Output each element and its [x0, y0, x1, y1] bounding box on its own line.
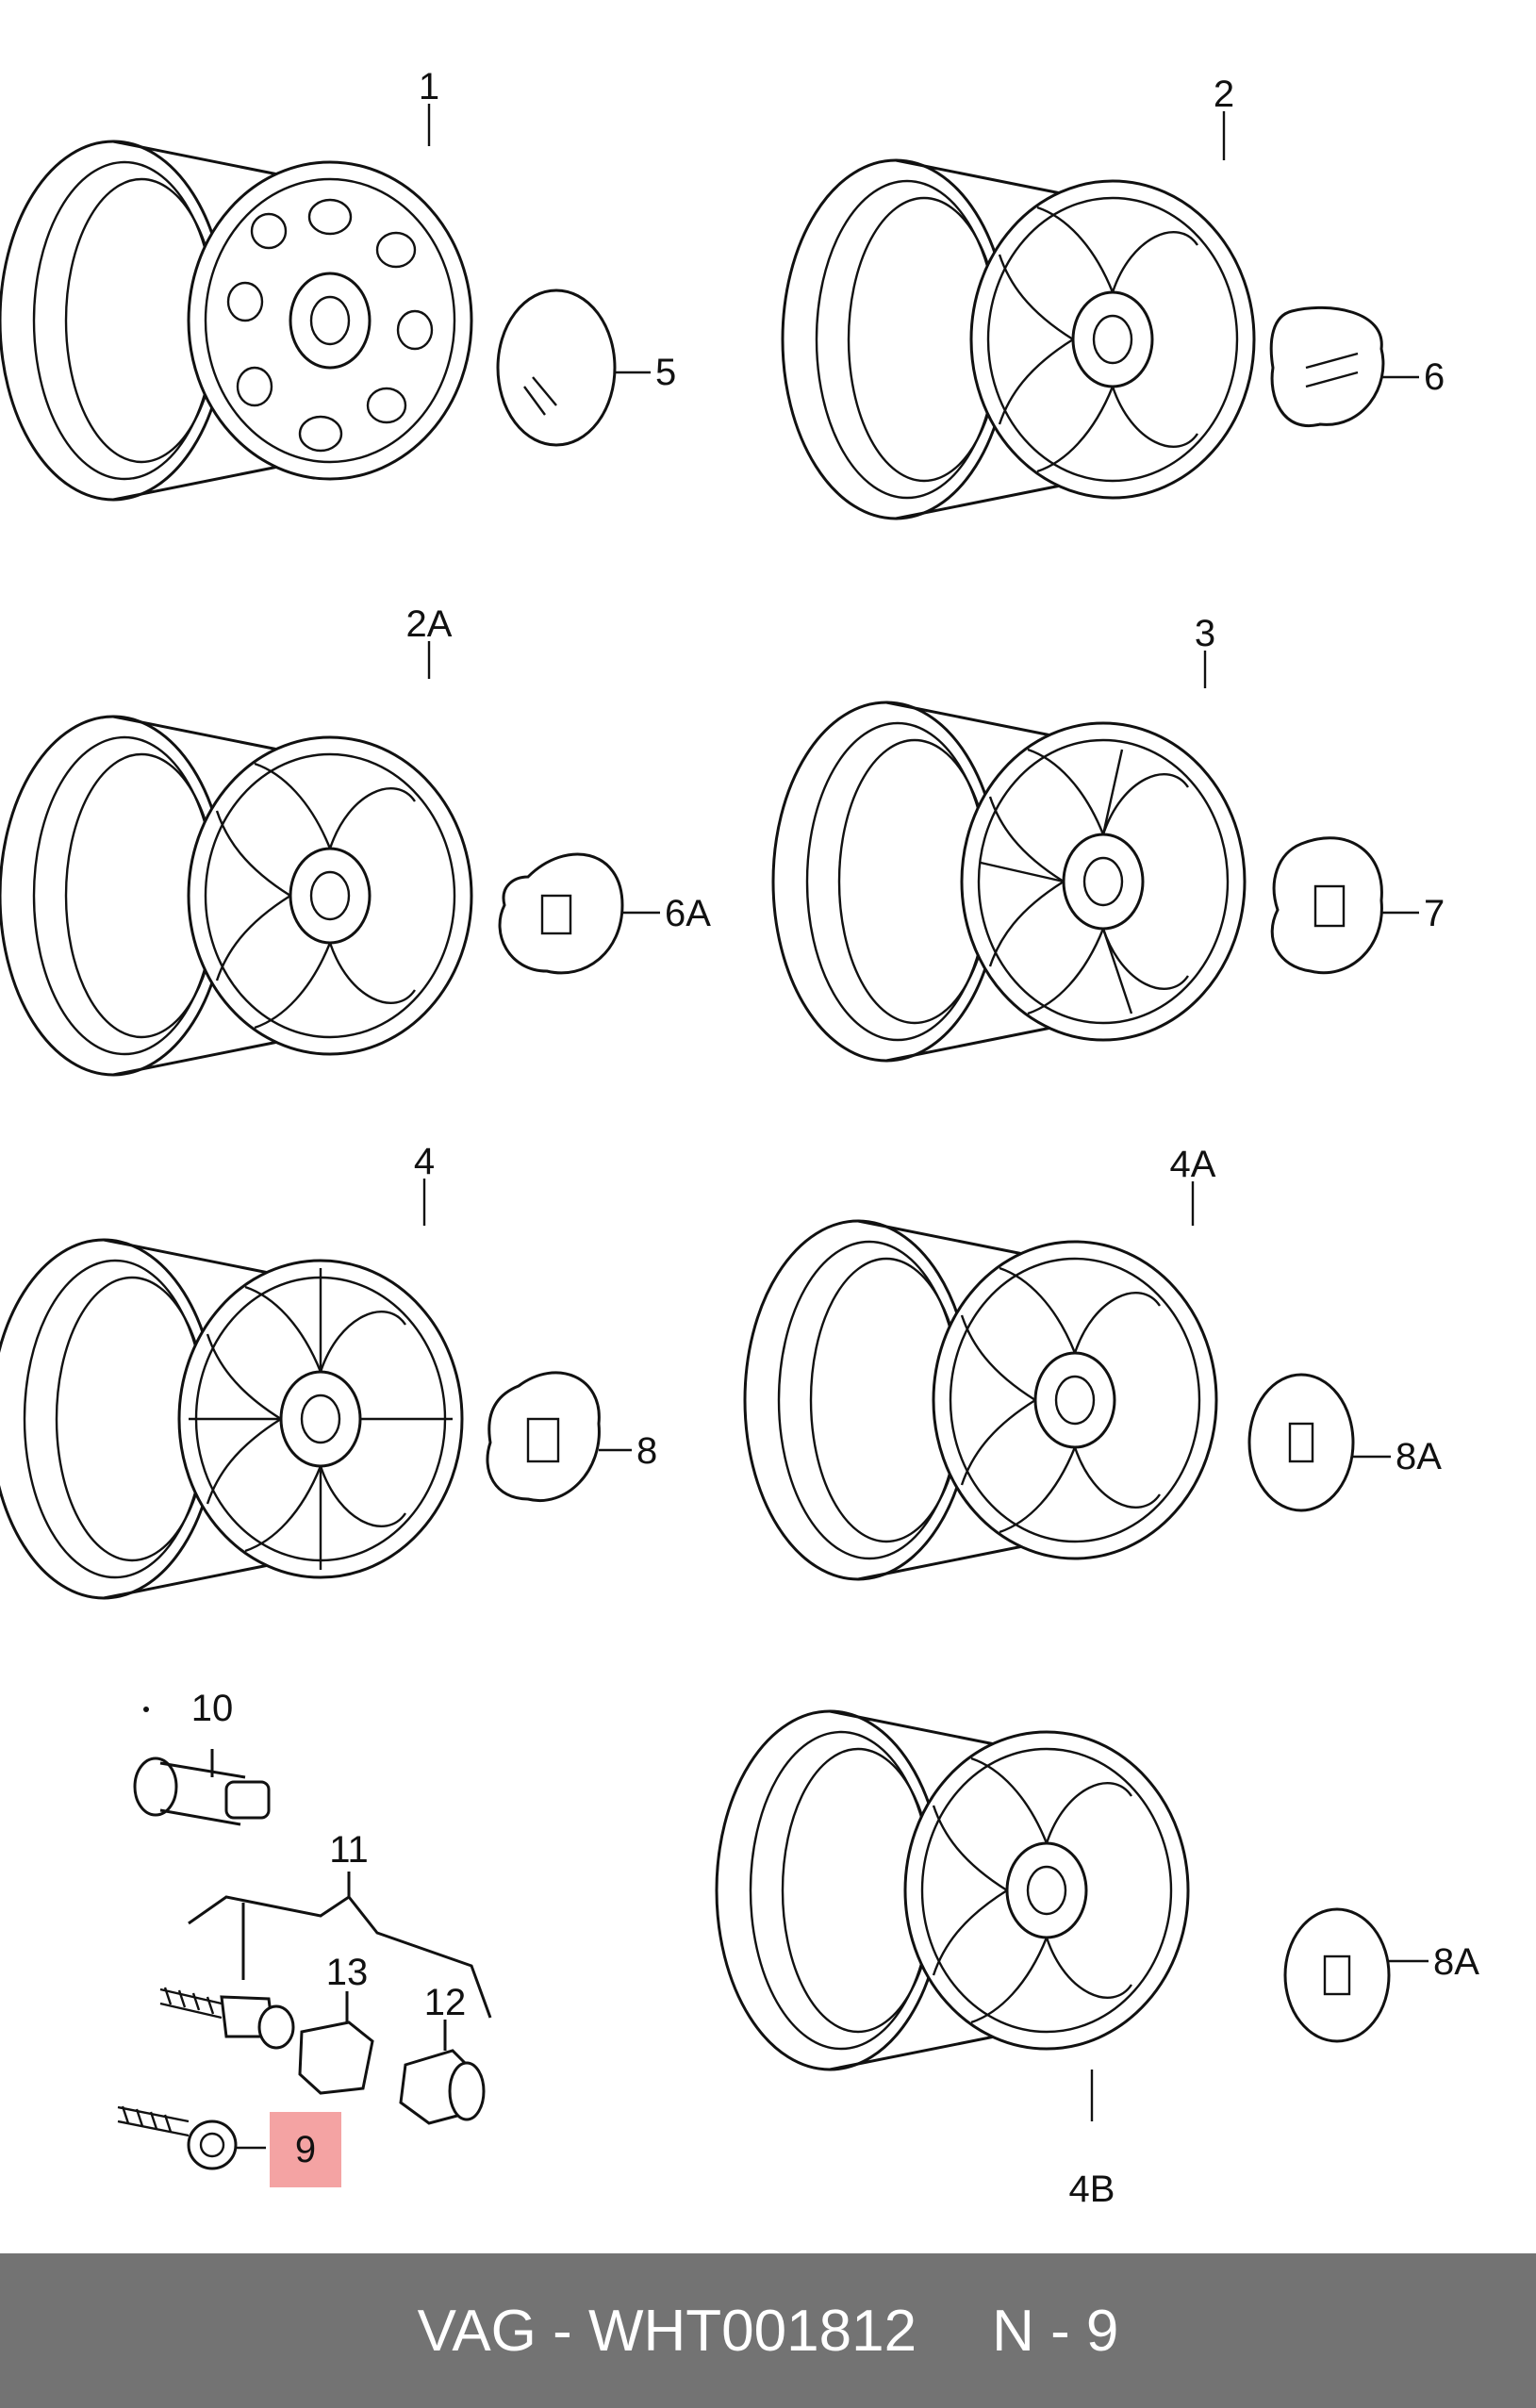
highlight-box [270, 2112, 341, 2187]
wheel-1 [0, 140, 473, 502]
callout-9: 9 [295, 2129, 316, 2170]
wheel-4 [0, 1238, 464, 1600]
callout-4: 4 [414, 1141, 435, 1182]
callout-4a: 4A [1170, 1144, 1216, 1185]
hubcap-6a [498, 852, 624, 975]
leader-lines [236, 104, 1429, 2150]
footer-bar: VAG - WHT001812 N - 9 [0, 2253, 1536, 2408]
callout-2a: 2A [406, 603, 453, 645]
callout-10: 10 [191, 1688, 234, 1729]
valve-10 [133, 1707, 271, 1826]
callout-12: 12 [424, 1982, 467, 2023]
callout-1: 1 [419, 66, 439, 107]
wheel-2 [781, 158, 1256, 520]
parts-diagram: 1 2 2A 3 4 4A 4B 5 6 6A 7 8 8A 8A 9 10 1… [0, 66, 1479, 2210]
callout-6a: 6A [665, 893, 711, 934]
hubcap-8 [486, 1371, 601, 1502]
callout-3: 3 [1195, 613, 1215, 654]
wheel-bolt-assembly [159, 1987, 295, 2050]
hubcap-7 [1270, 836, 1383, 975]
callout-11: 11 [329, 1829, 369, 1871]
callout-8: 8 [636, 1430, 657, 1472]
hubcap-6 [1269, 305, 1385, 428]
callout-2: 2 [1214, 74, 1234, 115]
callout-8a-lower: 8A [1433, 1941, 1479, 1983]
bracket-11 [188, 1872, 492, 2019]
callout-7: 7 [1424, 893, 1445, 934]
screw-9 [117, 2105, 238, 2170]
wheel-3 [771, 701, 1247, 1063]
cap-nut-12 [399, 2020, 486, 2125]
hubcap-8a-lower [1283, 1907, 1391, 2043]
callout-4b: 4B [1069, 2169, 1115, 2210]
hubcap-8a-upper [1247, 1373, 1355, 1512]
callout-labels: 1 2 2A 3 4 4A 4B 5 6 6A 7 8 8A 8A 9 10 1… [191, 66, 1479, 2210]
wheel-4a [743, 1219, 1218, 1581]
hubcap-5 [496, 289, 617, 447]
callout-8a-upper: 8A [1396, 1436, 1442, 1477]
wheel-2a [0, 715, 473, 1077]
footer-part-number: VAG - WHT001812 [417, 2298, 917, 2364]
nut-13 [298, 1991, 374, 2095]
callout-13: 13 [326, 1952, 369, 1993]
wheel-4b [715, 1709, 1190, 2071]
callout-6: 6 [1424, 356, 1445, 398]
callout-5: 5 [655, 352, 676, 393]
footer-position: N - 9 [992, 2298, 1119, 2364]
